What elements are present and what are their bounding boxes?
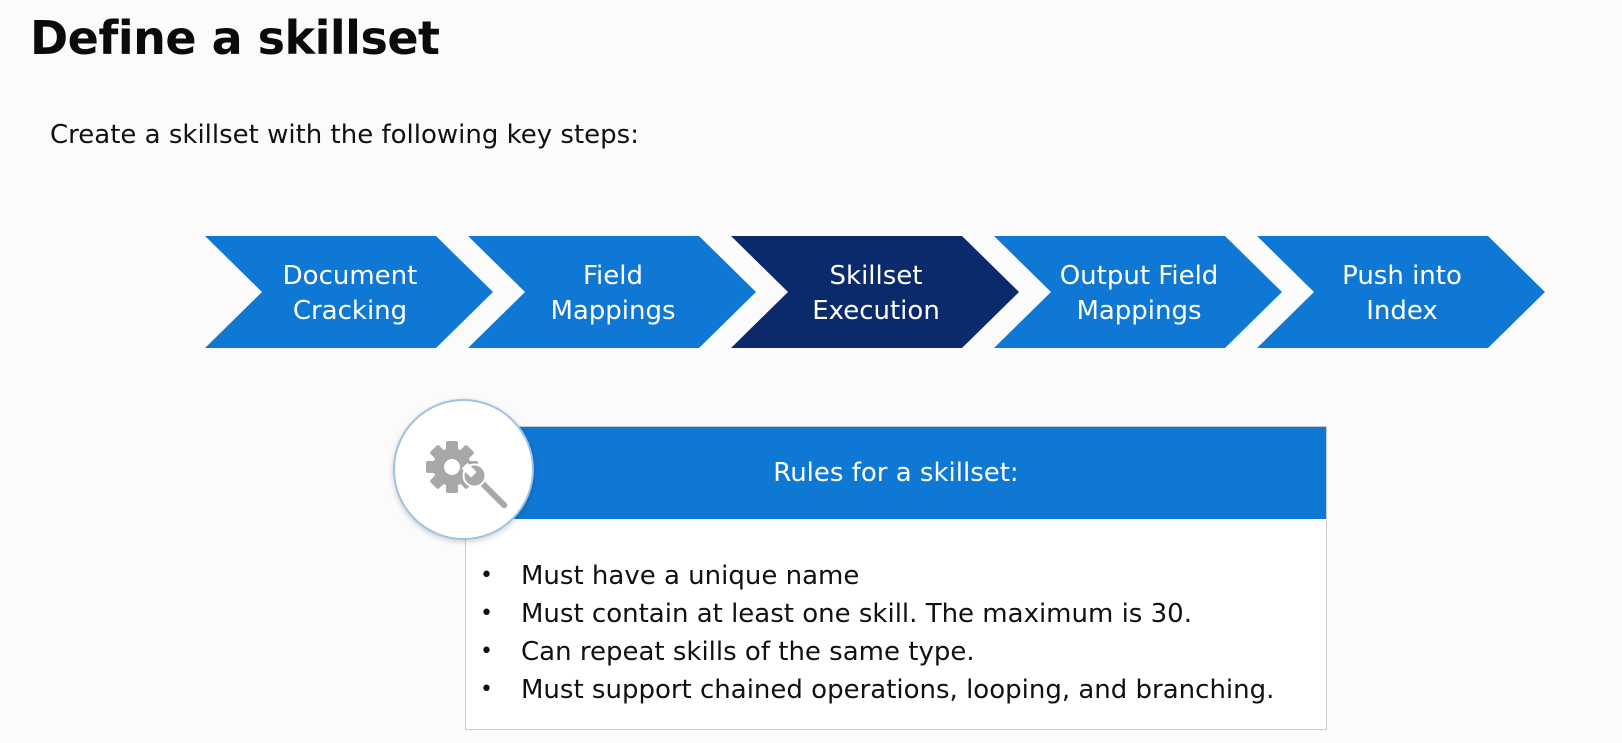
- bullet-icon: •: [480, 601, 493, 626]
- rules-header: Rules for a skillset:: [466, 427, 1326, 519]
- gear-wrench-icon: [426, 441, 510, 511]
- rule-text: Must have a unique name: [521, 561, 860, 591]
- step-label-line-1: Skillset: [830, 261, 923, 291]
- rule-text: Can repeat skills of the same type.: [521, 637, 975, 667]
- step-label-line-2: Index: [1366, 296, 1438, 326]
- step-label-line-1: Document: [283, 261, 418, 291]
- rule-text: Must contain at least one skill. The max…: [521, 599, 1192, 629]
- step-label-line-2: Cracking: [293, 296, 407, 326]
- rule-item: • Must have a unique name: [466, 557, 1274, 595]
- step-chevron: [468, 236, 756, 348]
- slide-title: Define a skillset: [30, 11, 440, 65]
- step-label-line-2: Mappings: [550, 296, 675, 326]
- step-chevron: [731, 236, 1019, 348]
- step-chevron: [1257, 236, 1545, 348]
- rule-item: • Must contain at least one skill. The m…: [466, 595, 1274, 633]
- rule-text: Must support chained operations, looping…: [521, 675, 1275, 705]
- step-chevron: [205, 236, 493, 348]
- rules-panel: Rules for a skillset: • Must have a uniq…: [465, 426, 1327, 730]
- step-label-line-1: Push into: [1342, 261, 1462, 291]
- rules-header-text: Rules for a skillset:: [773, 458, 1019, 488]
- process-step-document-cracking: Document Cracking: [205, 236, 493, 348]
- step-label-line-2: Mappings: [1076, 296, 1201, 326]
- gear-hole: [444, 459, 460, 475]
- bullet-icon: •: [480, 563, 493, 588]
- settings-badge: [393, 399, 534, 540]
- step-label-line-1: Field: [583, 261, 643, 291]
- slide-subtitle: Create a skillset with the following key…: [50, 120, 639, 150]
- process-step-push-into-index: Push into Index: [1257, 236, 1545, 348]
- process-step-field-mappings: Field Mappings: [468, 236, 756, 348]
- rule-item: • Must support chained operations, loopi…: [466, 671, 1274, 709]
- rule-item: • Can repeat skills of the same type.: [466, 633, 1274, 671]
- rules-list: • Must have a unique name • Must contain…: [466, 557, 1274, 709]
- process-step-output-field-mappings: Output Field Mappings: [994, 236, 1282, 348]
- process-step-skillset-execution: Skillset Execution: [731, 236, 1019, 348]
- bullet-icon: •: [480, 639, 493, 664]
- step-label-line-2: Execution: [812, 296, 940, 326]
- bullet-icon: •: [480, 677, 493, 702]
- step-label-line-1: Output Field: [1060, 261, 1219, 291]
- wrench: [461, 462, 510, 511]
- step-chevron: [994, 236, 1282, 348]
